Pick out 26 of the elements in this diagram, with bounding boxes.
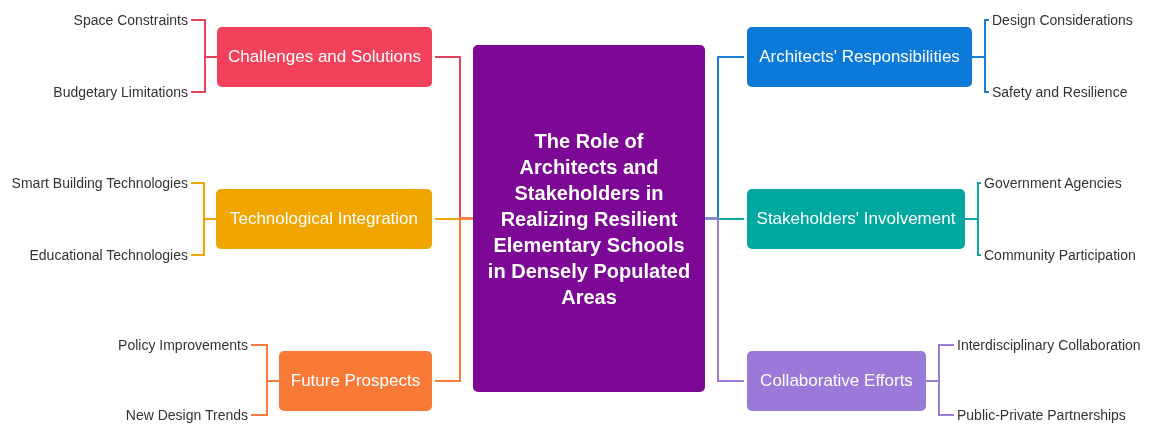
branch-box: Collaborative Efforts xyxy=(747,351,926,411)
connector-line xyxy=(190,56,218,93)
subtopic-label: Interdisciplinary Collaboration xyxy=(957,336,1141,354)
branch-box: Stakeholders' Involvement xyxy=(747,189,965,249)
branch-box: Future Prospects xyxy=(279,351,432,411)
subtopic-label: Government Agencies xyxy=(984,174,1122,192)
central-topic-box: The Role of Architects and Stakeholders in Realizing Resilient Elementary Schools in Densely Populated Areas xyxy=(473,45,705,392)
subtopic-label: New Design Trends xyxy=(125,406,248,424)
connector-line xyxy=(434,217,474,382)
subtopic-label: Safety and Resilience xyxy=(992,83,1128,101)
subtopic-label: Policy Improvements xyxy=(118,336,248,354)
subtopic-label: Educational Technologies xyxy=(29,246,188,264)
connector-line xyxy=(704,217,745,382)
branch-box: Technological Integration xyxy=(216,189,432,249)
connector-line xyxy=(250,380,280,416)
connector-line xyxy=(190,218,217,256)
subtopic-label: Design Considerations xyxy=(992,11,1133,29)
subtopic-label: Space Constraints xyxy=(73,11,188,29)
connector-line xyxy=(925,380,955,416)
subtopic-label: Smart Building Technologies xyxy=(11,174,188,192)
branch-box: Architects' Responsibilities xyxy=(747,27,972,87)
subtopic-label: Community Participation xyxy=(984,246,1136,264)
subtopic-label: Budgetary Limitations xyxy=(53,83,188,101)
subtopic-label: Public-Private Partnerships xyxy=(957,406,1126,424)
branch-box: Challenges and Solutions xyxy=(217,27,432,87)
connector-line xyxy=(971,56,990,93)
